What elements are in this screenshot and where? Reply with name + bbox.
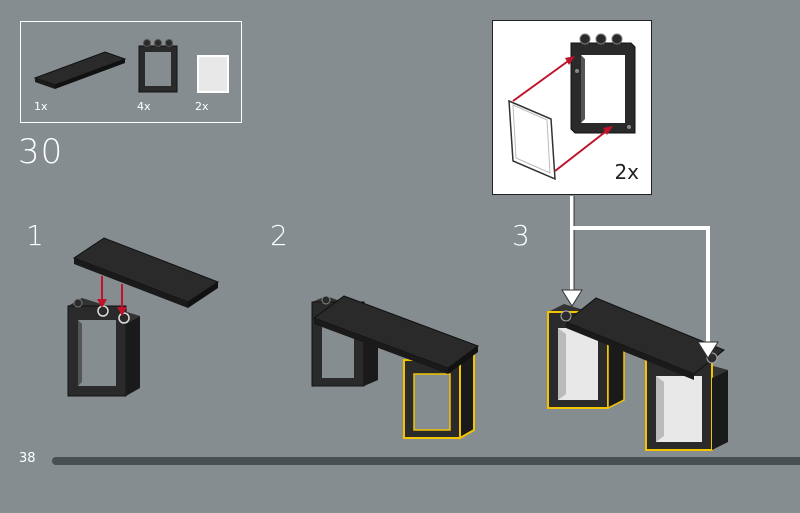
substep-label-2: 2 <box>270 219 288 252</box>
progress-bar <box>52 457 800 465</box>
callout-illustration <box>508 33 636 181</box>
substep-3-illustration <box>547 196 728 451</box>
step-number: 30 <box>18 132 64 172</box>
substep-1-illustration <box>67 237 220 397</box>
substep-label-1: 1 <box>26 219 44 252</box>
part-qty-frame: 4x <box>137 100 151 113</box>
progress-fill <box>52 457 800 465</box>
callout-qty: 2x <box>614 160 639 184</box>
callout-box: 2x <box>492 20 652 195</box>
window-glass-icon <box>508 99 556 181</box>
part-qty-plate: 1x <box>34 100 48 113</box>
window-frame-icon <box>138 39 178 93</box>
insert-arrows <box>512 56 613 172</box>
part-qty-glass: 2x <box>195 100 209 113</box>
page-number: 38 <box>19 451 36 466</box>
substep-label-3: 3 <box>512 219 530 252</box>
parts-list-illustration <box>33 39 229 93</box>
substep-2-illustration <box>311 295 480 440</box>
parts-list: 1x 4x 2x <box>20 21 242 123</box>
black-plate-icon <box>33 51 127 89</box>
window-glass-icon <box>197 55 229 93</box>
window-frame-icon <box>570 33 636 134</box>
